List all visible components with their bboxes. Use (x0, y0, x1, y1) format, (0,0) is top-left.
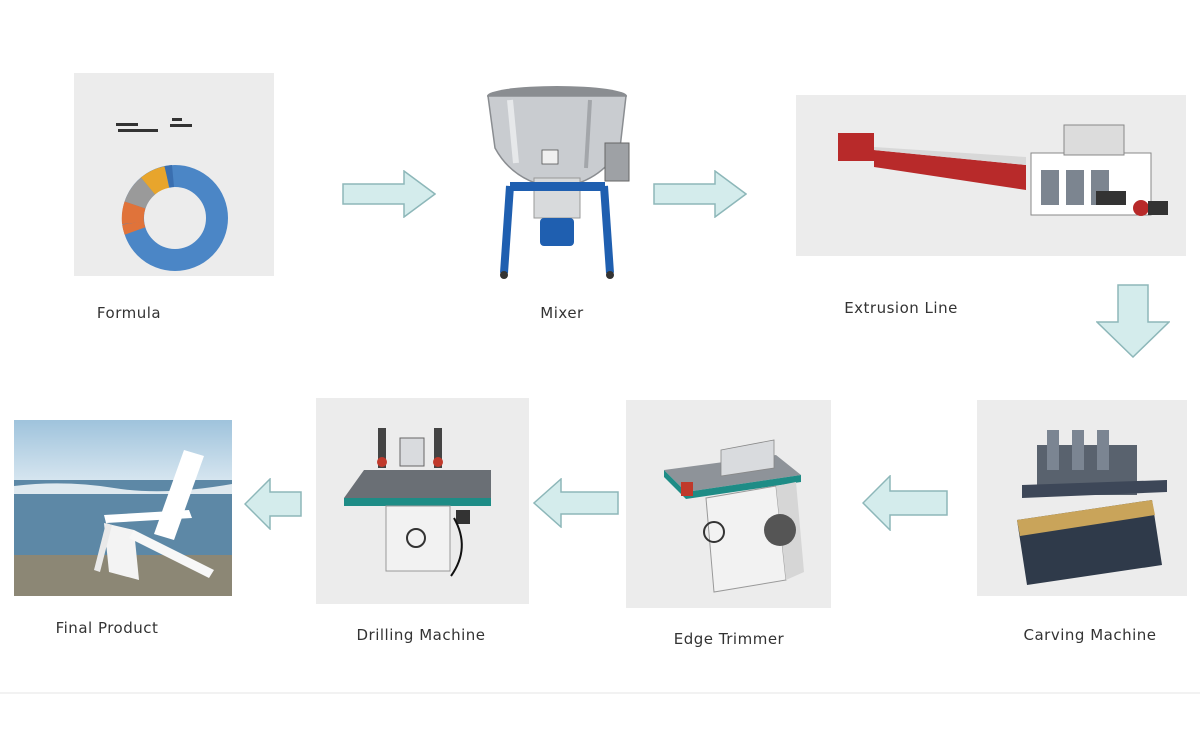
formula-image (74, 73, 274, 276)
step-label-mixer: Mixer (540, 304, 584, 322)
mixer-machine-image (470, 78, 645, 283)
carving-machine-photo (977, 400, 1187, 596)
edge-trimmer-image (626, 400, 831, 608)
final-product-image (14, 420, 232, 596)
drilling-machine-image (316, 398, 529, 604)
extrusion-line-image (796, 95, 1186, 256)
mixer-image (470, 78, 645, 283)
beach-chair-photo (14, 420, 232, 596)
down-arrow-icon (1096, 284, 1170, 358)
step-label-carving: Carving Machine (1023, 626, 1157, 644)
left-arrow-icon (862, 475, 948, 531)
donut-chart-image (74, 73, 274, 276)
right-arrow-icon (653, 170, 747, 218)
left-arrow-icon (533, 478, 619, 528)
carving-machine-image (977, 400, 1187, 596)
step-label-drilling: Drilling Machine (356, 626, 486, 644)
extrusion-machine-image (796, 95, 1186, 256)
step-label-extrusion: Extrusion Line (844, 299, 958, 317)
step-label-trimmer: Edge Trimmer (673, 630, 785, 648)
step-label-final: Final Product (55, 619, 159, 637)
drilling-machine-photo (316, 398, 529, 604)
step-label-formula: Formula (96, 304, 162, 322)
bottom-divider (0, 692, 1200, 694)
edge-trimmer-photo (626, 400, 831, 608)
left-arrow-icon (244, 478, 302, 530)
right-arrow-icon (342, 170, 436, 218)
